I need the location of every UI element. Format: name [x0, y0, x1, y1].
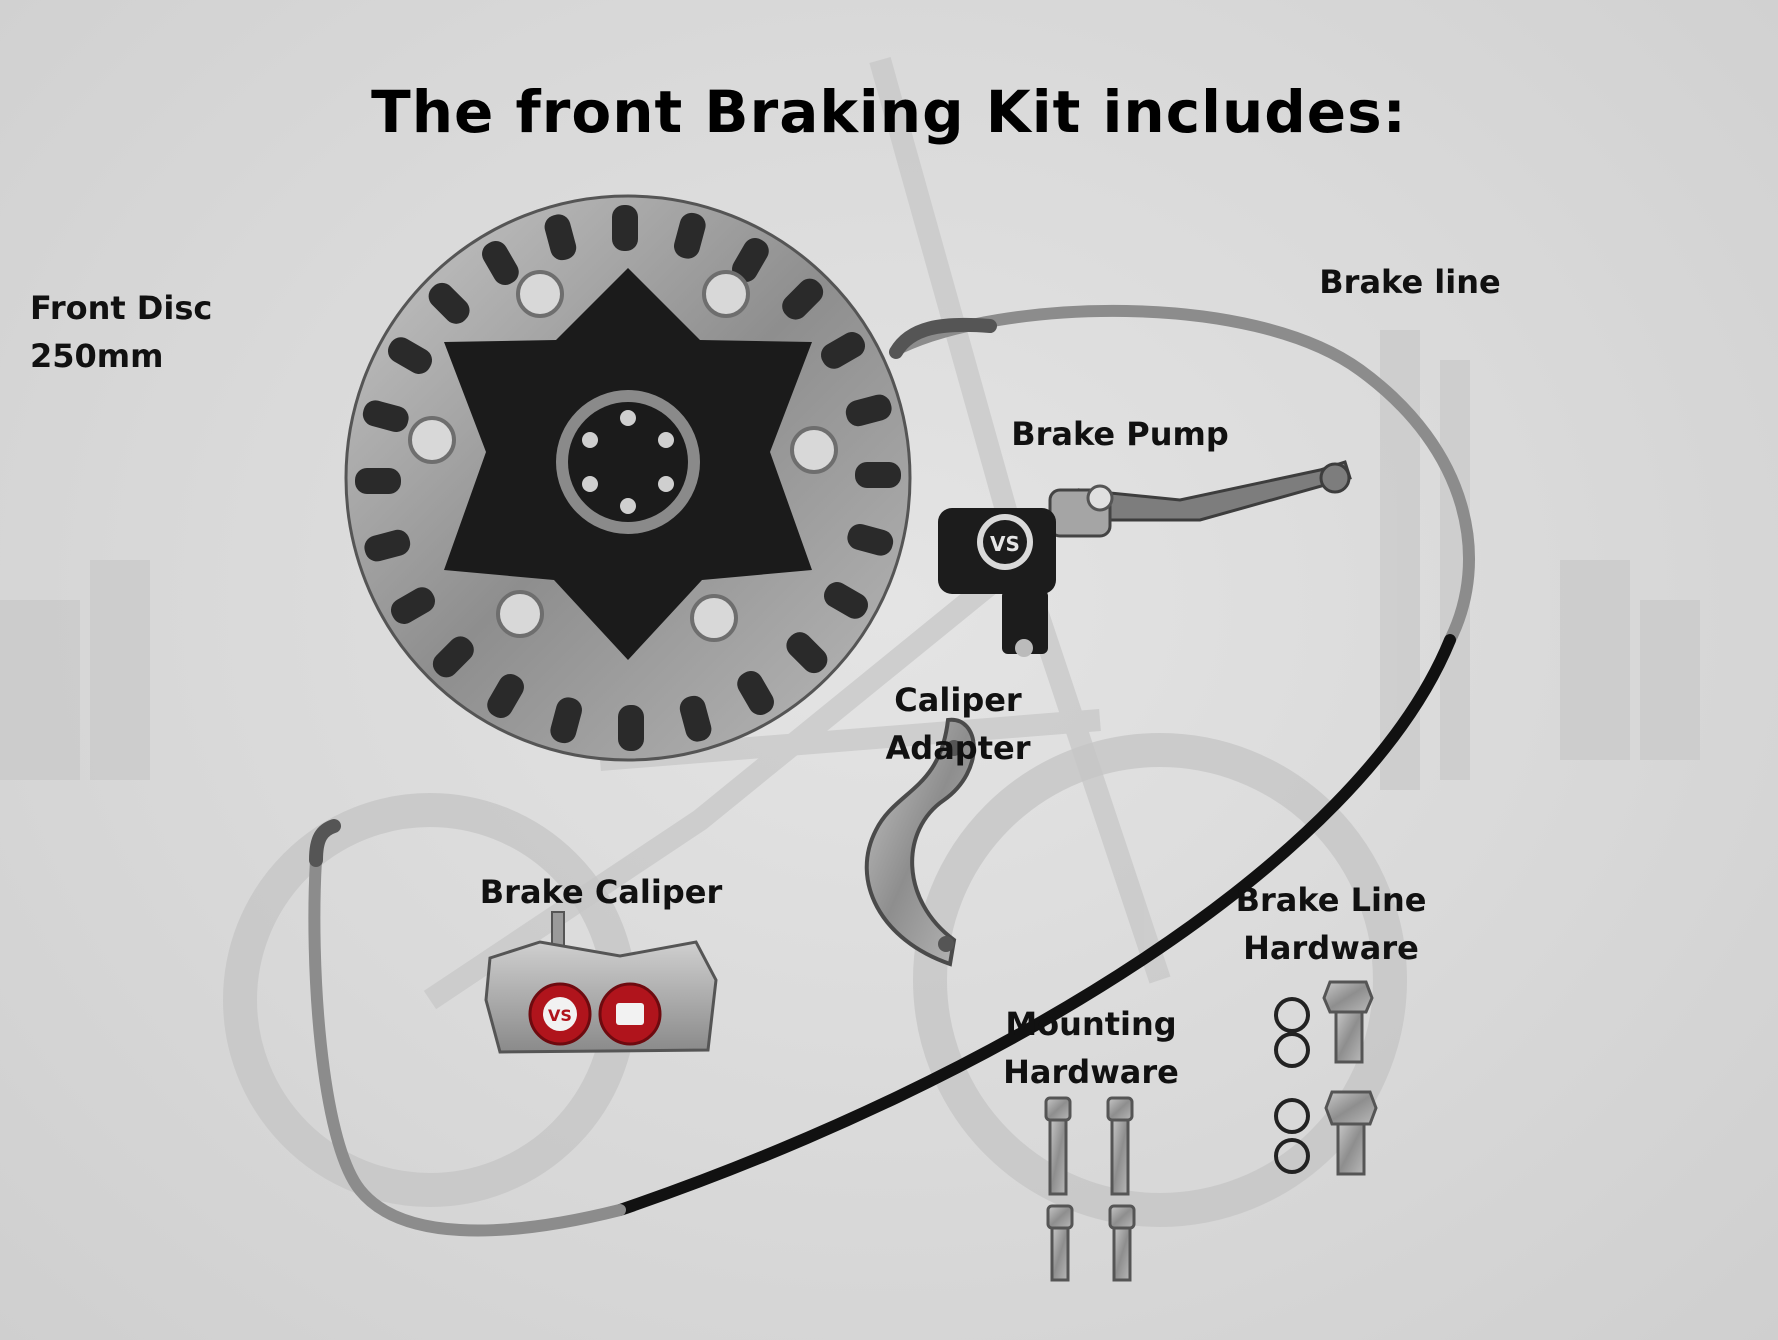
label-mounting-hardware-line2: Hardware	[1003, 1053, 1179, 1091]
caliper-logo: VS	[548, 1006, 572, 1025]
mounting-bolts-icon	[1044, 1096, 1136, 1282]
label-mounting-hardware: Mounting Hardware	[996, 1000, 1186, 1096]
brake-caliper-icon: VS	[484, 911, 718, 1054]
front-disc-icon	[344, 194, 912, 762]
caliper-adapter-icon	[864, 717, 976, 967]
label-brake-line: Brake line	[1319, 263, 1501, 301]
label-brake-pump: Brake Pump	[1011, 415, 1229, 453]
label-brake-line-hardware-line1: Brake Line	[1235, 881, 1427, 919]
pump-logo: VS	[990, 532, 1020, 556]
label-brake-line-hardware-line2: Hardware	[1243, 929, 1419, 967]
label-brake-line-hardware: Brake Line Hardware	[1226, 876, 1436, 972]
brake-line-icon	[308, 304, 1475, 1237]
label-mounting-hardware-line1: Mounting	[1005, 1005, 1177, 1043]
brake-pump-icon: VS	[938, 460, 1352, 657]
label-brake-caliper: Brake Caliper	[479, 873, 723, 911]
label-caliper-adapter: Caliper Adapter	[885, 681, 1031, 767]
label-front-disc: Front Disc 250mm	[30, 289, 213, 375]
page-title: The front Braking Kit includes:	[371, 78, 1407, 146]
banjo-bolts-icon	[1274, 980, 1378, 1176]
